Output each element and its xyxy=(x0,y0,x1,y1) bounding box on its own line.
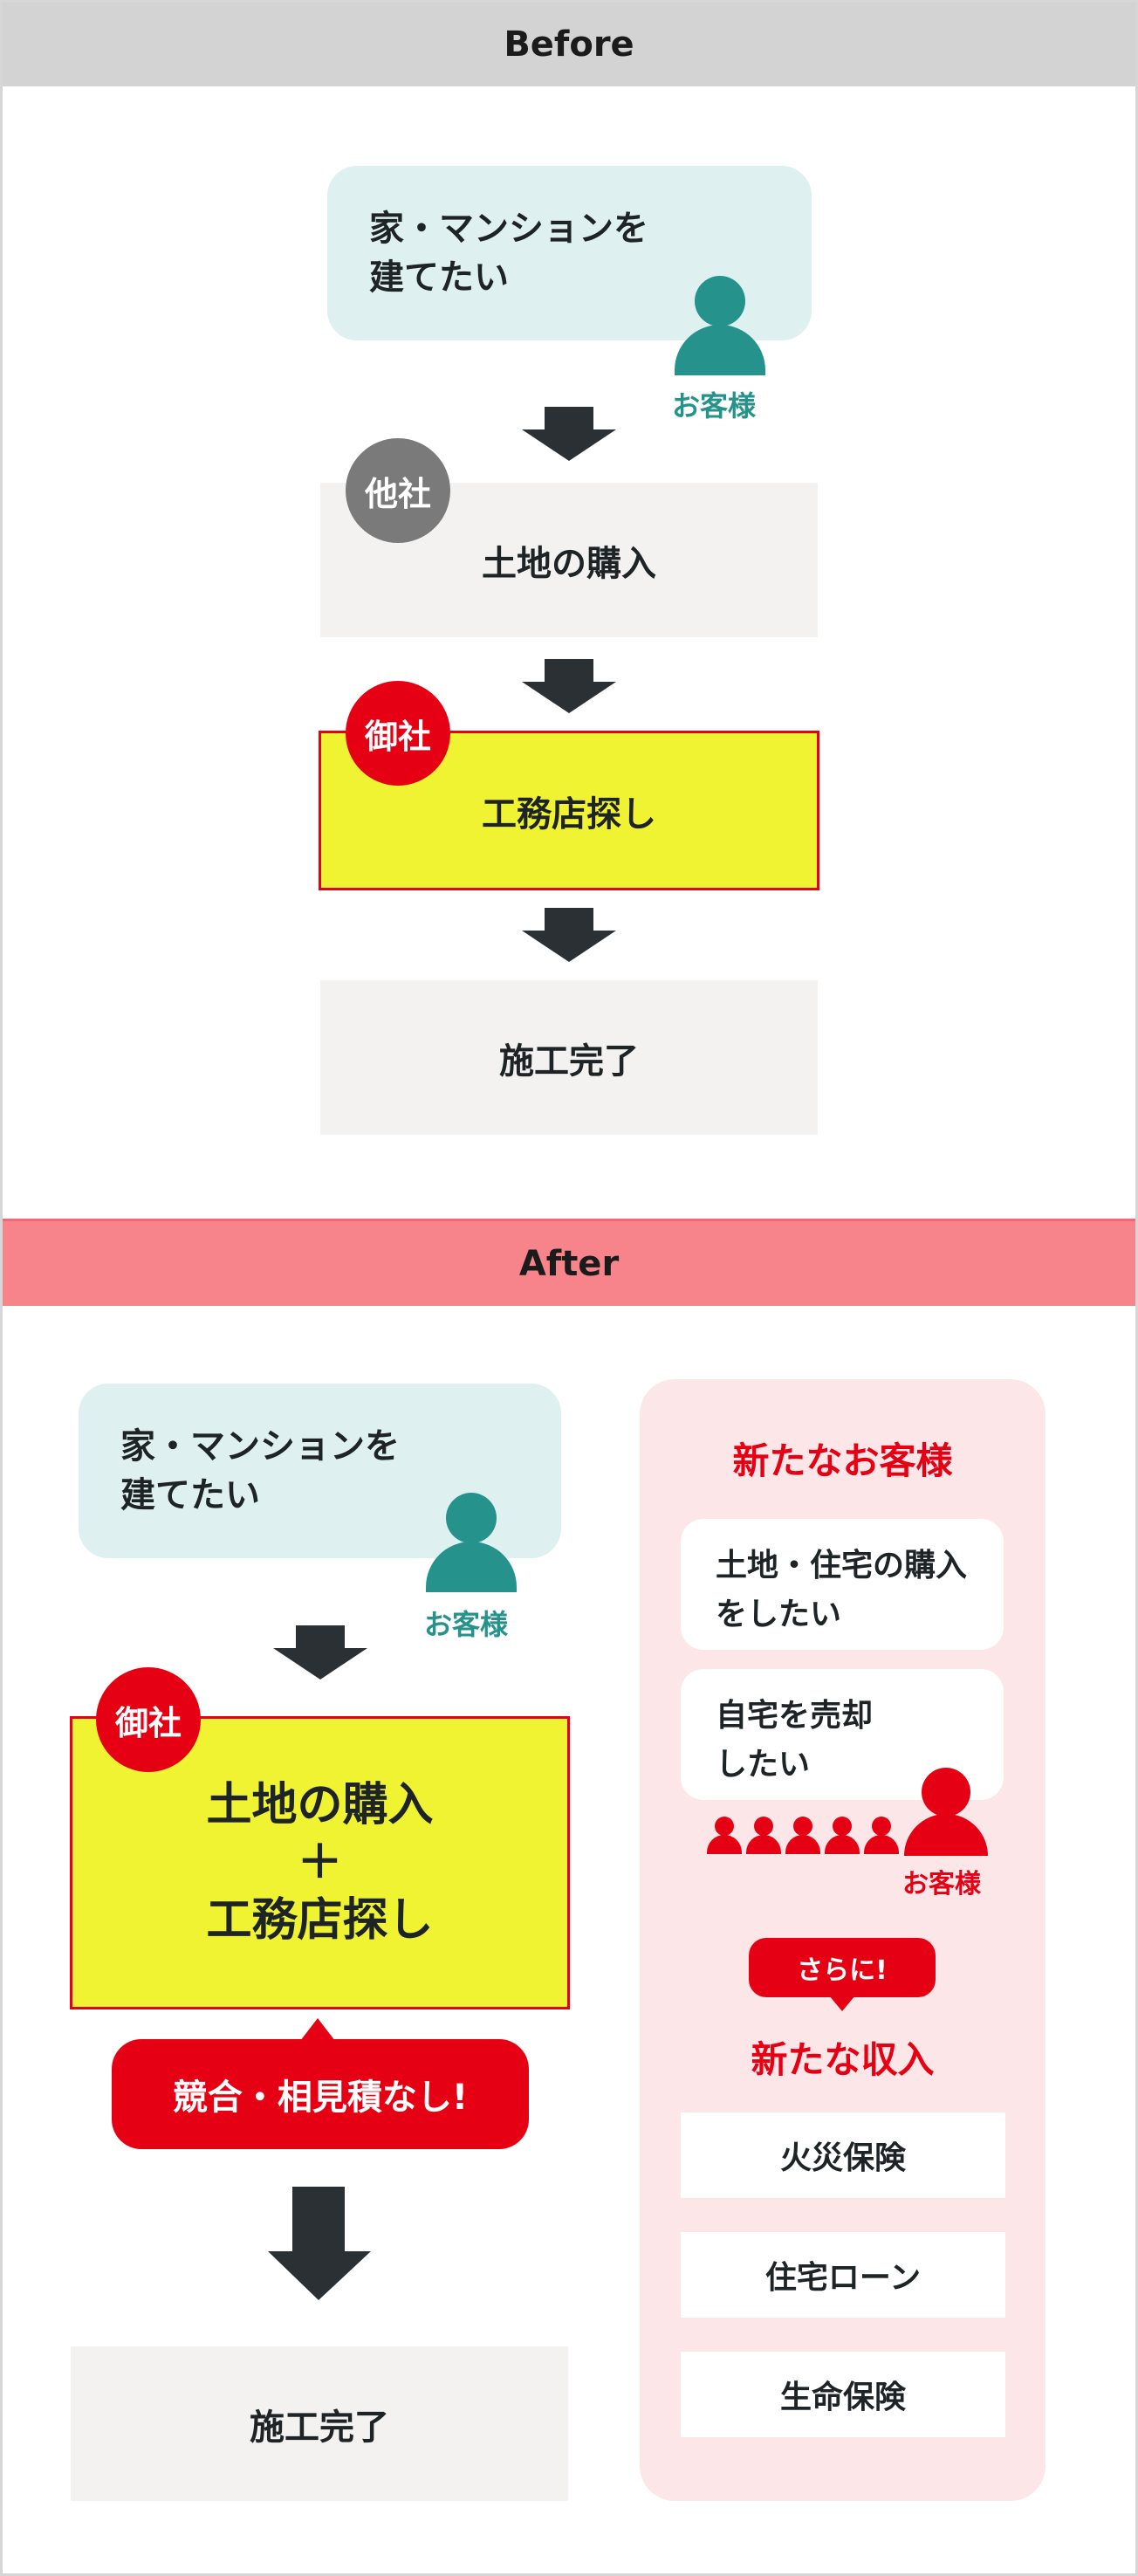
no-competition-callout: 競合・相見積なし! xyxy=(112,2039,529,2149)
after-badge-your-company: 御社 xyxy=(96,1667,201,1772)
after-customer-label: お客様 xyxy=(424,1608,509,1641)
sarani-callout: さらに! xyxy=(749,1938,936,1997)
badge-your-company: 御社 xyxy=(346,681,450,786)
card2-line2: したい xyxy=(716,1747,811,1783)
need-card-buy-home: 土地・住宅の購入 をしたい xyxy=(681,1519,1004,1650)
badge-other-label: 他社 xyxy=(364,474,431,513)
card1-line2: をしたい xyxy=(716,1597,842,1632)
crowd-head-4 xyxy=(833,1817,852,1836)
after-label: After xyxy=(518,1243,620,1284)
crowd-body-3 xyxy=(785,1835,820,1854)
before-customer-label: お客様 xyxy=(672,389,757,422)
crowd-body-4 xyxy=(825,1835,860,1854)
after-badge-self-label: 御社 xyxy=(114,1703,182,1742)
crowd-body-1 xyxy=(707,1835,742,1854)
after-customer-head xyxy=(446,1493,497,1543)
before-bubble-line1: 家・マンションを xyxy=(369,209,648,249)
income-item-1-label: 火災保険 xyxy=(779,2140,906,2176)
card2-line1: 自宅を売却 xyxy=(716,1698,874,1734)
after-arrow-big xyxy=(268,2187,371,2300)
after-combined-plus: ＋ xyxy=(297,1837,343,1889)
income-item-fire-insurance: 火災保険 xyxy=(681,2112,1005,2198)
crowd-head-2 xyxy=(754,1817,773,1836)
before-step1-label: 土地の購入 xyxy=(482,543,656,584)
new-income-title: 新たな収入 xyxy=(751,2038,935,2081)
crowd-body-5 xyxy=(864,1835,899,1854)
after-combined-line1: 土地の購入 xyxy=(206,1779,434,1831)
after-arrow-1 xyxy=(273,1625,367,1680)
badge-self-label: 御社 xyxy=(364,717,431,756)
income-item-3-label: 生命保険 xyxy=(779,2380,906,2415)
crowd-head-big xyxy=(922,1768,970,1817)
after-combined-line2: 工務店探し xyxy=(206,1894,434,1947)
income-item-mortgage: 住宅ローン xyxy=(681,2232,1005,2318)
after-step-completion: 施工完了 xyxy=(71,2346,568,2501)
crowd-head-3 xyxy=(793,1817,812,1836)
crowd-head-1 xyxy=(715,1817,734,1836)
crowd-head-5 xyxy=(872,1817,891,1836)
sarani-label: さらに! xyxy=(797,1955,888,1986)
card1-line1: 土地・住宅の購入 xyxy=(716,1548,968,1583)
after-final-step-label: 施工完了 xyxy=(250,2407,389,2448)
before-step-builder-search: 工務店探し xyxy=(319,731,819,890)
callout-label: 競合・相見積なし! xyxy=(172,2078,469,2118)
before-customer-head xyxy=(695,276,745,326)
crowd-body-2 xyxy=(746,1835,781,1854)
before-step-completion: 施工完了 xyxy=(320,980,818,1135)
after-bubble-line1: 家・マンションを xyxy=(120,1426,400,1467)
before-arrow-3 xyxy=(522,908,616,962)
before-bubble-line2: 建てたい xyxy=(369,258,509,298)
before-label: Before xyxy=(504,24,634,65)
income-item-2-label: 住宅ローン xyxy=(764,2260,922,2296)
before-step3-label: 施工完了 xyxy=(499,1041,639,1082)
income-item-life-insurance: 生命保険 xyxy=(681,2352,1005,2437)
before-header: Before xyxy=(3,3,1135,86)
badge-other-company: 他社 xyxy=(346,438,450,543)
after-bubble-line2: 建てたい xyxy=(120,1475,260,1515)
before-step2-label: 工務店探し xyxy=(482,793,656,835)
before-arrow-2 xyxy=(522,659,616,713)
callout-pointer xyxy=(300,2018,335,2041)
crowd-label: お客様 xyxy=(902,1869,981,1899)
sarani-pointer xyxy=(829,1996,855,2011)
new-customers-title: 新たなお客様 xyxy=(732,1439,953,1482)
after-header: After xyxy=(3,1219,1135,1306)
before-arrow-1 xyxy=(522,407,616,461)
